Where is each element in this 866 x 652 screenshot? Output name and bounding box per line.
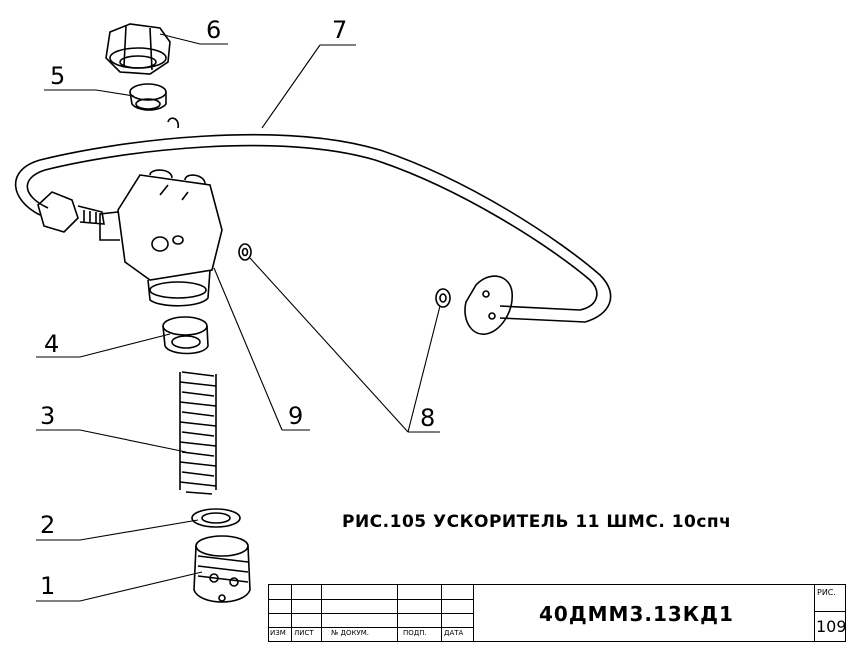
sheet-label: РИС.: [817, 588, 836, 597]
bushing-part-5: [129, 83, 167, 111]
callout-7: 7: [332, 16, 348, 44]
header-list: ЛИСТ: [294, 629, 314, 637]
callout-3: 3: [40, 402, 56, 430]
pipe-union-fitting: [37, 191, 105, 233]
title-block: ИЗМ ЛИСТ № ДОКУМ. ПОДП. ДАТА 40ДММ3.13КД…: [268, 584, 847, 642]
header-izm: ИЗМ: [270, 629, 286, 637]
revision-grid: ИЗМ ЛИСТ № ДОКУМ. ПОДП. ДАТА: [269, 585, 474, 641]
callout-9: 9: [288, 402, 304, 430]
callout-2: 2: [40, 511, 56, 539]
document-code: 40ДММ3.13КД1: [539, 602, 734, 626]
callout-4: 4: [44, 330, 60, 358]
callout-5: 5: [50, 62, 66, 90]
washers-part-8: [238, 243, 451, 308]
figure-caption: РИС.105 УСКОРИТЕЛЬ 11 ШМС. 10спч: [342, 512, 732, 532]
header-date: ДАТА: [444, 629, 464, 637]
header-sign: ПОДП.: [403, 629, 427, 637]
callout-6: 6: [206, 16, 222, 44]
plug-part-1: [193, 535, 251, 603]
sleeve-part-4: [162, 316, 209, 355]
header-doc: № ДОКУМ.: [331, 629, 369, 637]
sheet-number: 109: [816, 617, 847, 636]
pipe-part-7: [14, 117, 612, 323]
callout-1: 1: [40, 572, 56, 600]
nut-part-6: [105, 23, 171, 75]
spring-part-3: [179, 371, 217, 495]
pipe-flange: [464, 275, 513, 335]
callout-8: 8: [420, 404, 436, 432]
sheet-box: РИС. 109: [814, 585, 847, 641]
washer-part-2: [191, 508, 241, 528]
valve-body-part-9: [99, 169, 223, 307]
